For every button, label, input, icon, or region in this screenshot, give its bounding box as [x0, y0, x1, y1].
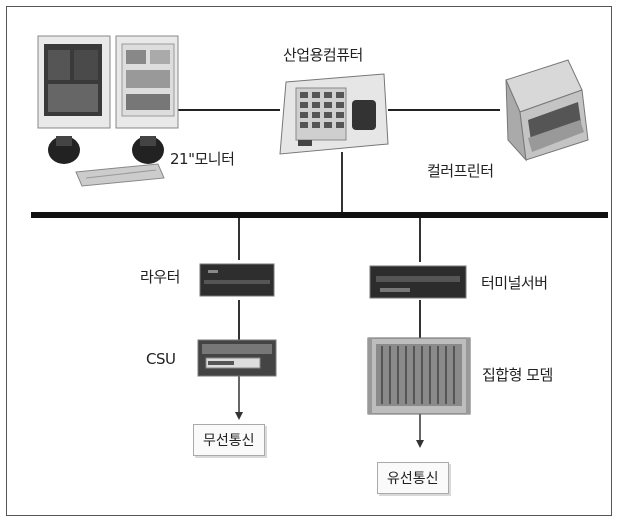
terminal-server-to-modem-line	[419, 300, 421, 340]
computer-base-icon	[48, 136, 165, 187]
terminal-server-label: 터미널서버	[481, 274, 548, 292]
router-label: 라우터	[140, 268, 180, 286]
color-printer-icon	[505, 59, 589, 162]
terminal-server-icon	[369, 265, 467, 299]
modem-arrow-icon	[416, 414, 424, 448]
network-bus	[31, 212, 608, 218]
monitor-icon	[37, 35, 179, 129]
wired-endpoint: 유선통신	[377, 462, 449, 494]
modem-rack-label: 집합형 모뎀	[482, 366, 553, 384]
csu-arrow-icon	[235, 376, 243, 420]
industrial-pc-label: 산업용컴퓨터	[283, 46, 363, 64]
bus-to-terminal-server-line	[419, 218, 421, 262]
color-printer-label: 컬러프린터	[427, 162, 494, 180]
monitor-to-pc-line	[178, 109, 280, 111]
pc-to-bus-line	[341, 152, 343, 213]
monitor-label: 21"모니터	[170, 150, 235, 168]
bus-to-router-line	[238, 218, 240, 260]
csu-icon	[197, 339, 277, 377]
csu-label: CSU	[146, 350, 176, 368]
router-to-csu-line	[238, 300, 240, 340]
modem-rack-icon	[367, 337, 471, 415]
router-icon	[199, 263, 275, 297]
industrial-pc-icon	[279, 73, 389, 155]
pc-to-printer-line	[388, 109, 500, 111]
wireless-endpoint: 무선통신	[193, 424, 265, 456]
